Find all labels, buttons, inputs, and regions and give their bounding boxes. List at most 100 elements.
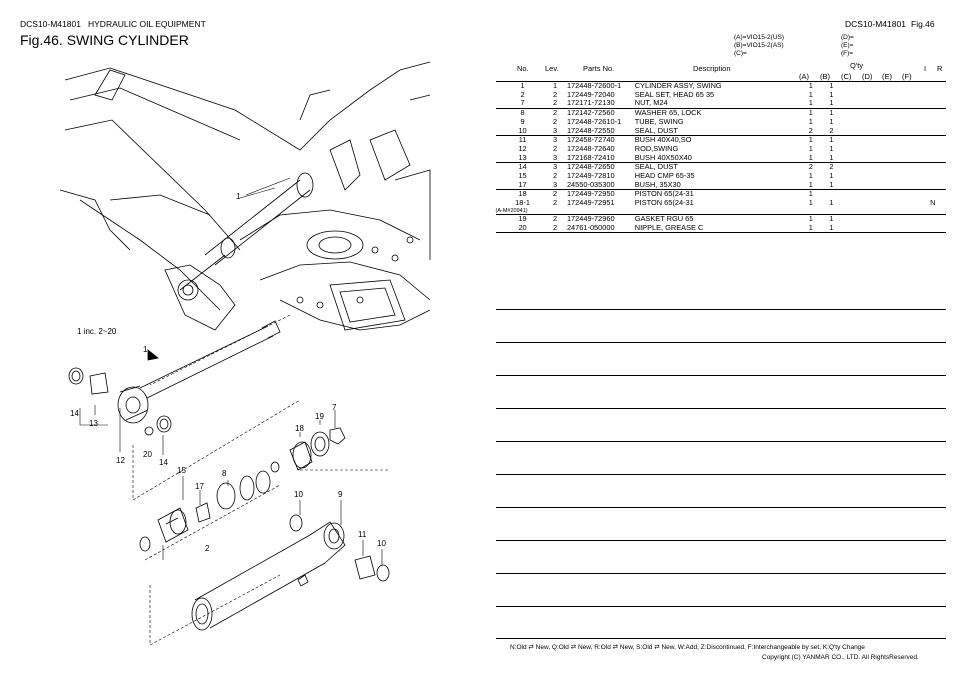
part-number-text: 24761-050000 [566,222,615,232]
excavator-frame [59,61,431,331]
qty-b: 1 [821,214,843,223]
part-nipple-20 [144,426,154,436]
qty-a: 1 [800,222,821,234]
blank-rule [496,606,946,607]
part-level: 2 [549,198,561,215]
part-number: 172458-72740 [561,135,629,145]
part-no-text: 17 [518,179,527,189]
legend-f: (F)= [841,50,854,57]
qty-a-text: 1 [808,189,813,199]
exploded-parts-drawing: 1 1 inc. 2~20 1 14 13 12 20 14 15 17 8 2… [59,61,431,646]
part-level: 1 [549,81,561,91]
part-level-text: 2 [552,143,558,153]
part-ring-2 [255,470,271,494]
part-number-text: 172171-72130 [566,98,615,108]
qty-b: 1 [821,81,843,91]
callout-12: 12 [116,456,125,465]
qty-a: 1 [800,198,821,215]
col-c: (C) [841,72,852,81]
qty-cdef [842,214,930,223]
part-number: 172448-72610-1 [561,117,629,127]
interchange-code [930,180,946,191]
part-level-text: 2 [552,189,558,199]
part-level: 2 [549,222,561,234]
qty-b-text: 2 [829,125,834,135]
qty-cdef [842,223,931,234]
interchange-code [930,118,946,127]
part-description-text: ROD,SWING [634,143,679,153]
qty-a: 1 [801,90,821,100]
part-number-text: 172449-72810 [566,171,615,181]
part-number-text: 172449-72951 [566,198,615,208]
part-description-text: SEAL, DUST [634,162,678,172]
part-level-text: 3 [552,179,558,189]
part-level-text: 3 [552,125,558,135]
part-description-text: PISTON 65(24-31 [634,189,694,199]
part-no: 11 [496,135,549,145]
qty-b-text: 1 [829,198,834,208]
interchange-code-text: N [930,198,936,208]
col-e: (E) [882,72,892,81]
part-level: 2 [549,117,561,127]
part-number: 172171-72130 [560,98,629,110]
part-number-text: 172449-72040 [566,89,615,99]
blank-rule [496,375,946,376]
qty-b-text: 2 [829,162,834,172]
part-level-text: 2 [552,89,558,99]
qty-b-text: 1 [829,179,834,189]
qty-a-text: 1 [808,171,813,181]
qty-b-text: 1 [829,108,834,118]
part-number-text: 172168-72410 [566,152,615,162]
qty-a-text: 1 [808,98,813,108]
part-no-text: 1 [520,81,525,90]
qty-cdef [842,145,930,154]
part-level: 3 [549,125,561,137]
interchange-code [930,153,946,164]
legend-e: (E)= [841,42,854,49]
qty-b: 1 [820,153,843,164]
part-level-text: 2 [552,222,558,232]
interchange-code [930,126,946,137]
part-description: SEAL SET, HEAD 65 35 [629,90,801,100]
part-description: CYLINDER ASSY, SWING [629,81,801,91]
qty-b-text: 1 [829,89,834,99]
qty-a-text: 1 [808,81,813,90]
qty-a: 1 [800,98,821,110]
part-no: 9 [496,117,549,127]
part-seal-10b [376,564,390,582]
qty-a-text: 1 [808,135,813,145]
callout-14b: 14 [159,458,168,467]
qty-a-text: 1 [808,222,813,232]
part-no-text: 19 [518,213,527,223]
part-bush-17 [195,502,211,523]
part-no-text: 2 [520,89,525,99]
part-no-text: 11 [518,135,527,145]
part-number-text: 172449-72960 [566,213,615,223]
part-no: 7 [496,99,550,110]
part-number: 172142-72560 [561,108,629,118]
part-no-text: 14 [518,162,527,172]
part-description: BUSH 40X40,SO [629,135,801,145]
col-i: I [924,64,927,73]
interchange-code [930,99,946,110]
part-no-text: 15 [518,171,527,181]
qty-b: 1 [820,198,843,215]
qty-a-text: 2 [808,125,813,135]
qty-b: 1 [821,144,843,154]
callout-14a: 14 [70,409,79,418]
part-no-text: 10 [518,125,527,135]
callout-7: 7 [332,403,337,412]
part-no: 17 [496,179,550,191]
part-no: 20 [496,223,550,234]
qty-a: 1 [801,81,821,91]
qty-cdef [842,180,931,191]
part-no-text: 13 [518,152,527,162]
qty-a: 1 [801,214,821,223]
